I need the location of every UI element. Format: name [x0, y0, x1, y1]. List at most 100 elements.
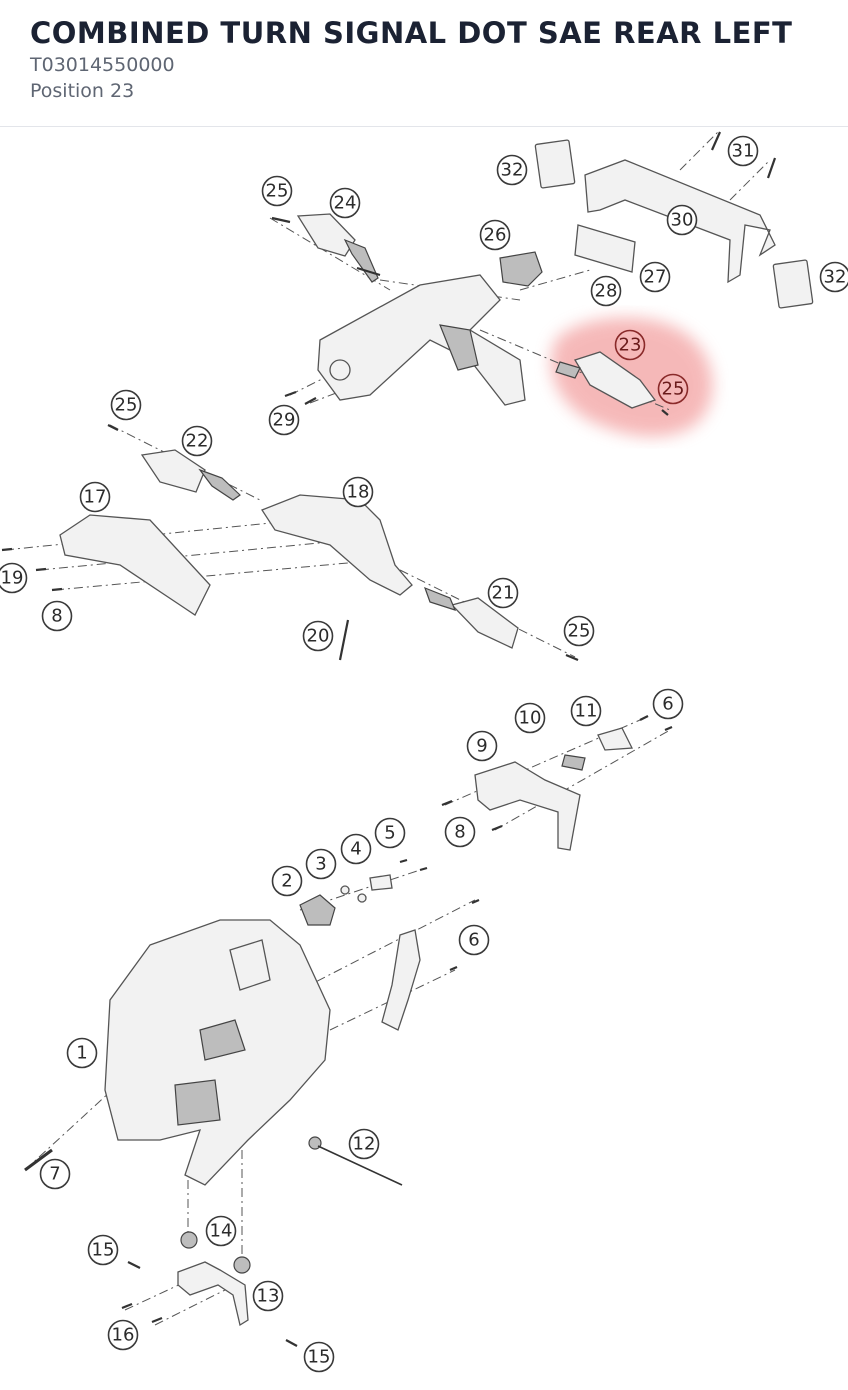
- svg-text:28: 28: [595, 281, 618, 302]
- callout-25-right[interactable]: 25: [563, 615, 595, 647]
- callout-12[interactable]: 12: [348, 1128, 380, 1160]
- callout-24[interactable]: 24: [329, 187, 361, 219]
- callout-26[interactable]: 26: [479, 219, 511, 251]
- svg-text:14: 14: [210, 1221, 233, 1242]
- exploded-diagram: 32 31 30 25 24 26 27 28 32 23 25 29 25 2…: [0, 127, 848, 1390]
- callout-2[interactable]: 2: [271, 865, 303, 897]
- svg-text:31: 31: [732, 141, 755, 162]
- svg-text:9: 9: [476, 736, 487, 757]
- svg-text:25: 25: [568, 621, 591, 642]
- turn-signal-rear-left[interactable]: [555, 351, 657, 409]
- svg-text:4: 4: [350, 839, 361, 860]
- connector-2: [299, 874, 393, 926]
- bracket-27: [574, 224, 636, 273]
- svg-text:25: 25: [266, 181, 289, 202]
- callout-6-top[interactable]: 6: [652, 688, 684, 720]
- reflector-32-right: [772, 259, 814, 309]
- callout-14[interactable]: 14: [205, 1215, 237, 1247]
- callout-5[interactable]: 5: [374, 817, 406, 849]
- part-position: Position 23: [30, 80, 135, 102]
- svg-text:17: 17: [84, 487, 107, 508]
- callout-7[interactable]: 7: [39, 1158, 71, 1190]
- svg-text:27: 27: [644, 267, 667, 288]
- callout-18[interactable]: 18: [342, 476, 374, 508]
- callout-15-left[interactable]: 15: [87, 1234, 119, 1266]
- callout-1[interactable]: 1: [66, 1037, 98, 1069]
- license-light: [499, 251, 543, 287]
- svg-text:11: 11: [575, 701, 598, 722]
- callout-29[interactable]: 29: [268, 404, 300, 436]
- diagram-svg: 32 31 30 25 24 26 27 28 32 23 25 29 25 2…: [0, 129, 848, 1373]
- callout-10[interactable]: 10: [514, 702, 546, 734]
- grommets-14: [180, 1231, 251, 1274]
- callout-21[interactable]: 21: [487, 577, 519, 609]
- clip-20: [338, 619, 350, 661]
- svg-text:6: 6: [662, 694, 673, 715]
- svg-text:25: 25: [662, 379, 685, 400]
- svg-text:32: 32: [824, 267, 847, 288]
- callout-15-right[interactable]: 15: [303, 1341, 335, 1373]
- part-10: [561, 754, 586, 771]
- callout-17[interactable]: 17: [79, 481, 111, 513]
- callout-4[interactable]: 4: [340, 833, 372, 865]
- part-number: T03014550000: [30, 54, 175, 76]
- callout-32[interactable]: 32: [496, 154, 528, 186]
- bracket-6-lower: [381, 929, 421, 1031]
- svg-text:6: 6: [468, 930, 479, 951]
- callout-20[interactable]: 20: [302, 620, 334, 652]
- callout-9[interactable]: 9: [466, 730, 498, 762]
- callout-11[interactable]: 11: [570, 695, 602, 727]
- callouts: 32 31 30 25 24 26 27 28 32 23 25 29 25 2…: [0, 135, 848, 1373]
- svg-text:16: 16: [112, 1325, 135, 1346]
- svg-text:8: 8: [51, 606, 62, 627]
- callout-19[interactable]: 19: [0, 562, 28, 594]
- bracket-9: [474, 761, 581, 851]
- callout-8-lower[interactable]: 8: [444, 816, 476, 848]
- svg-text:23: 23: [619, 335, 642, 356]
- svg-text:18: 18: [347, 482, 370, 503]
- cover-17: [59, 514, 211, 616]
- svg-text:21: 21: [492, 583, 515, 604]
- part-11: [597, 727, 634, 751]
- callout-25-highlight[interactable]: 25: [657, 373, 689, 405]
- callout-30[interactable]: 30: [666, 204, 698, 236]
- callout-23-selected[interactable]: 23: [614, 329, 646, 361]
- callout-3[interactable]: 3: [305, 848, 337, 880]
- svg-text:32: 32: [501, 160, 524, 181]
- svg-text:30: 30: [671, 210, 694, 231]
- svg-text:12: 12: [353, 1134, 376, 1155]
- turn-signal-mid-right: [423, 586, 519, 649]
- callout-28[interactable]: 28: [590, 275, 622, 307]
- callout-13[interactable]: 13: [252, 1280, 284, 1312]
- svg-text:13: 13: [257, 1286, 280, 1307]
- callout-6-lower[interactable]: 6: [458, 924, 490, 956]
- callout-25[interactable]: 25: [261, 175, 293, 207]
- callout-25-mid[interactable]: 25: [110, 389, 142, 421]
- callout-31[interactable]: 31: [727, 135, 759, 167]
- svg-text:20: 20: [307, 626, 330, 647]
- callout-27[interactable]: 27: [639, 261, 671, 293]
- svg-text:8: 8: [454, 822, 465, 843]
- svg-text:7: 7: [49, 1164, 60, 1185]
- svg-text:10: 10: [519, 708, 542, 729]
- plate-bracket-30: [584, 159, 776, 284]
- carrier-18: [261, 494, 413, 596]
- callout-22[interactable]: 22: [181, 425, 213, 457]
- svg-text:2: 2: [281, 871, 292, 892]
- svg-text:24: 24: [334, 193, 357, 214]
- turn-signal-mid-left: [140, 449, 241, 501]
- svg-text:25: 25: [115, 395, 138, 416]
- callout-16[interactable]: 16: [107, 1319, 139, 1351]
- svg-text:22: 22: [186, 431, 209, 452]
- svg-text:29: 29: [273, 410, 296, 431]
- tail-panel-1: [104, 919, 331, 1186]
- screws: [1, 131, 777, 1347]
- part-title: COMBINED TURN SIGNAL DOT SAE REAR LEFT: [30, 16, 793, 50]
- svg-text:15: 15: [92, 1240, 115, 1261]
- reflector-32-top: [534, 139, 576, 189]
- rear-frame: [317, 274, 526, 406]
- callout-8-mid[interactable]: 8: [41, 600, 73, 632]
- svg-text:26: 26: [484, 225, 507, 246]
- callout-32-right[interactable]: 32: [819, 261, 848, 293]
- svg-text:1: 1: [76, 1043, 87, 1064]
